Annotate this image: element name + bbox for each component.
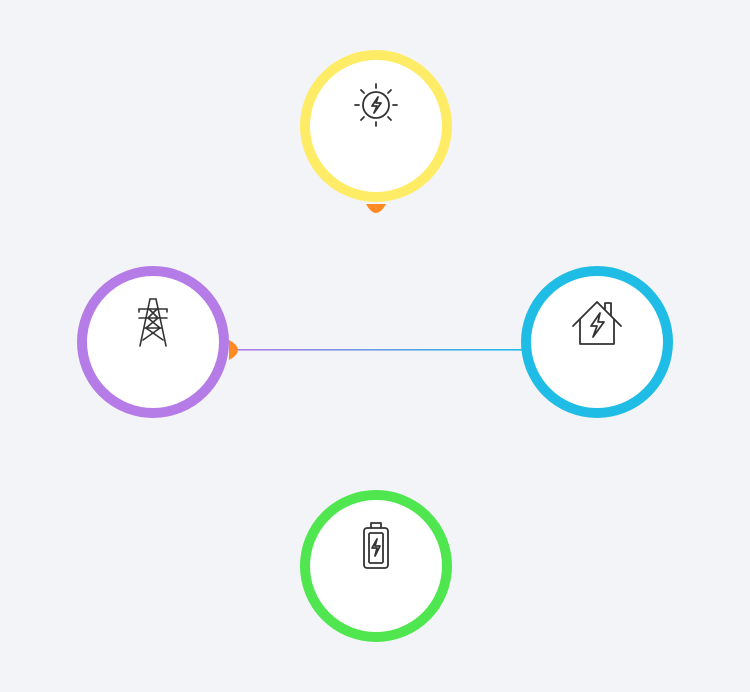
grid-node-ring xyxy=(77,266,229,418)
grid-node[interactable] xyxy=(77,266,229,418)
battery-node[interactable] xyxy=(300,490,452,642)
battery-charging-icon xyxy=(363,522,389,569)
home-node[interactable] xyxy=(521,266,673,418)
power-transmission-tower-icon xyxy=(138,298,168,347)
flow-marker-solar xyxy=(366,204,386,213)
battery-node-ring xyxy=(300,490,452,642)
home-node-ring xyxy=(521,266,673,418)
flow-line-grid-home xyxy=(232,349,524,351)
flow-marker-grid xyxy=(229,340,238,360)
house-bolt-icon xyxy=(572,301,622,345)
solar-node[interactable] xyxy=(300,50,452,202)
solar-panel-sun-bolt-icon xyxy=(354,83,398,127)
